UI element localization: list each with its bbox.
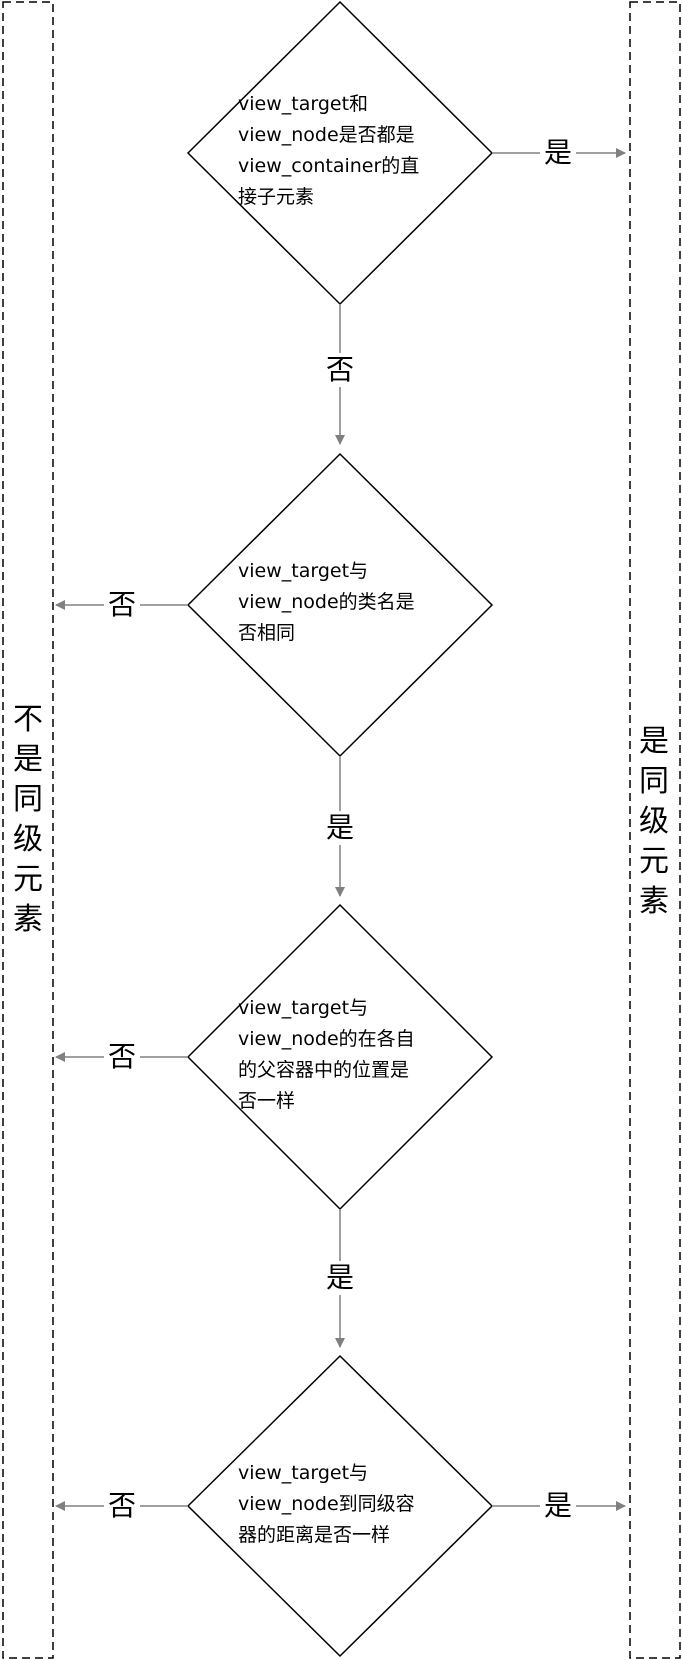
edge-label-d3-left: 否 xyxy=(104,1040,140,1074)
decision-line: view_node的在各自 xyxy=(238,1028,415,1050)
edge-label-d2-left: 否 xyxy=(104,588,140,622)
left-lane-char: 是 xyxy=(13,742,43,777)
decision-line: view_target与 xyxy=(238,560,369,582)
decision-line: view_node的类名是 xyxy=(238,591,415,613)
decision-line: view_node是否都是 xyxy=(238,124,415,146)
decision-line: view_target与 xyxy=(238,997,369,1019)
left-lane-box xyxy=(2,1,54,1659)
right-lane-char: 素 xyxy=(639,884,669,919)
edge-label-d4-left: 否 xyxy=(104,1489,140,1523)
edge-label-d4-right: 是 xyxy=(540,1489,576,1523)
decision-line: 否相同 xyxy=(238,622,296,644)
decision-text-3: view_target与 view_node的在各自 的父容器中的位置是 否一样 xyxy=(238,993,415,1117)
right-lane-char: 级 xyxy=(639,804,669,839)
decision-line: 器的距离是否一样 xyxy=(238,1524,391,1546)
left-lane-label: 不 是 同 级 元 素 xyxy=(8,700,48,940)
decision-text-4: view_target与 view_node到同级容 器的距离是否一样 xyxy=(238,1458,415,1551)
decision-line: view_target和 xyxy=(238,93,369,115)
edge-label-d1-right: 是 xyxy=(540,136,576,170)
decision-line: 否一样 xyxy=(238,1090,296,1112)
left-lane-char: 不 xyxy=(13,702,43,737)
right-lane-char: 同 xyxy=(639,764,669,799)
left-lane-char: 级 xyxy=(13,822,43,857)
edge-label-d2-down: 是 xyxy=(322,811,358,845)
left-lane-char: 同 xyxy=(13,782,43,817)
left-lane-char: 素 xyxy=(13,902,43,937)
left-lane-char: 元 xyxy=(13,862,43,897)
decision-text-2: view_target与 view_node的类名是 否相同 xyxy=(238,556,415,649)
edge-label-d1-down: 否 xyxy=(322,353,358,387)
right-lane-label: 是 同 级 元 素 xyxy=(634,722,674,922)
right-lane-char: 是 xyxy=(639,724,669,759)
decision-text-1: view_target和 view_node是否都是 view_containe… xyxy=(238,89,419,213)
decision-diamond-4 xyxy=(186,1354,494,1658)
decision-line: view_node到同级容 xyxy=(238,1493,415,1515)
decision-line: 接子元素 xyxy=(238,186,315,208)
edge-label-d3-down: 是 xyxy=(322,1261,358,1295)
right-lane-box xyxy=(629,1,681,1659)
decision-line: 的父容器中的位置是 xyxy=(238,1059,410,1081)
right-lane-char: 元 xyxy=(639,844,669,879)
decision-line: view_target与 xyxy=(238,1462,369,1484)
decision-line: view_container的直 xyxy=(238,155,420,177)
